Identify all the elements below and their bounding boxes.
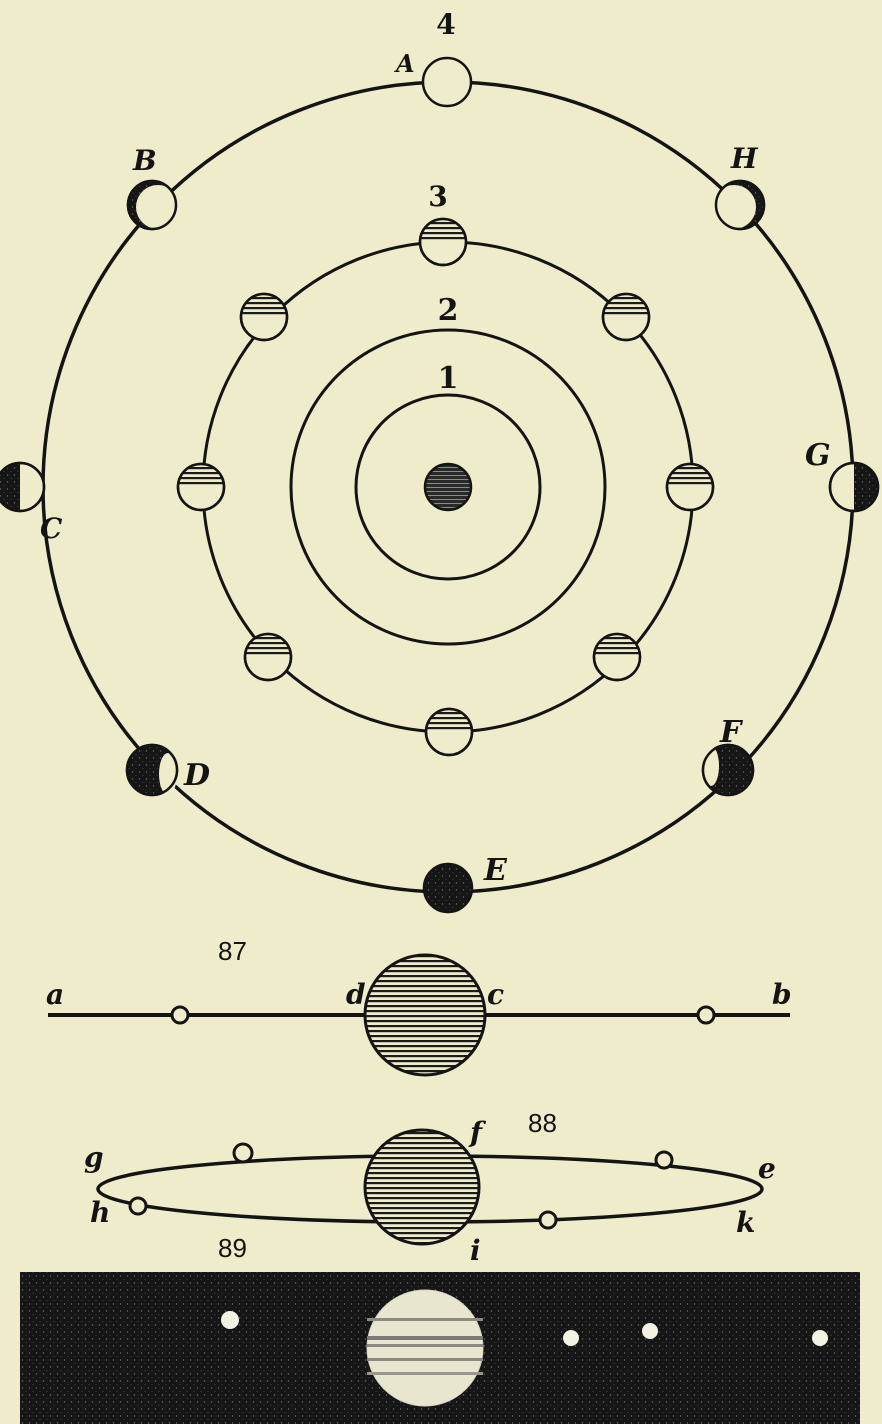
label-g: g [84, 1141, 104, 1174]
moon-position-E [424, 864, 472, 912]
sky-moon-3 [642, 1323, 658, 1339]
moon-position-A [423, 58, 471, 106]
moon-position-C [0, 463, 44, 511]
label-G: G [805, 438, 831, 473]
sky-moon-2 [563, 1330, 579, 1346]
moon-position-F [703, 745, 753, 795]
moon-orbit3-top [420, 219, 466, 265]
orbit-number-2: 2 [438, 293, 459, 328]
central-planet [425, 464, 471, 510]
label-e: e [758, 1152, 776, 1185]
moon-87-right [698, 1007, 714, 1023]
figure-87: 87 a d c b [46, 936, 792, 1075]
figure-number-87: 87 [218, 936, 247, 966]
label-h: h [90, 1196, 110, 1229]
moon-orbit3-upper-left [241, 294, 287, 340]
label-b: b [772, 978, 792, 1011]
label-d: d [346, 978, 366, 1011]
label-a: a [46, 978, 64, 1011]
orbit-number-3: 3 [428, 180, 447, 213]
moon-89-k [540, 1212, 556, 1228]
moon-87-left [172, 1007, 188, 1023]
moon-position-D [127, 745, 177, 795]
banded-planet-87 [365, 955, 485, 1075]
banded-planet-view [367, 1290, 483, 1406]
label-i: i [470, 1234, 481, 1267]
moon-orbit3-lower-right [594, 634, 640, 680]
label-H: H [730, 142, 759, 175]
orbit-diagram: 1 2 3 4 [0, 8, 878, 912]
label-c: c [487, 978, 504, 1011]
telescopic-view [20, 1272, 860, 1424]
figure-number-89: 89 [218, 1233, 247, 1263]
label-k: k [736, 1206, 755, 1239]
figure-88-89: g f 88 e h 89 i k [84, 1108, 776, 1267]
sky-moon-1 [221, 1311, 239, 1329]
moon-88-e [656, 1152, 672, 1168]
moon-position-G [830, 463, 878, 511]
label-A: A [394, 49, 415, 78]
label-F: F [719, 715, 744, 750]
moon-orbit3-right [667, 464, 713, 510]
orbit-number-1: 1 [438, 361, 459, 396]
label-E: E [483, 853, 508, 888]
figure-number-88: 88 [528, 1108, 557, 1138]
moon-89-h [130, 1198, 146, 1214]
moon-orbit3-upper-right [603, 294, 649, 340]
moon-orbit3-lower-left [245, 634, 291, 680]
label-f: f [468, 1116, 487, 1149]
banded-planet-88 [365, 1130, 479, 1244]
moon-orbit3-left [178, 464, 224, 510]
label-B: B [132, 144, 157, 177]
moon-orbit3-bottom [426, 709, 472, 755]
label-C: C [40, 512, 63, 545]
moon-88-g [234, 1144, 252, 1162]
sky-moon-4 [812, 1330, 828, 1346]
label-D: D [183, 758, 210, 793]
orbit-number-4: 4 [436, 8, 455, 41]
